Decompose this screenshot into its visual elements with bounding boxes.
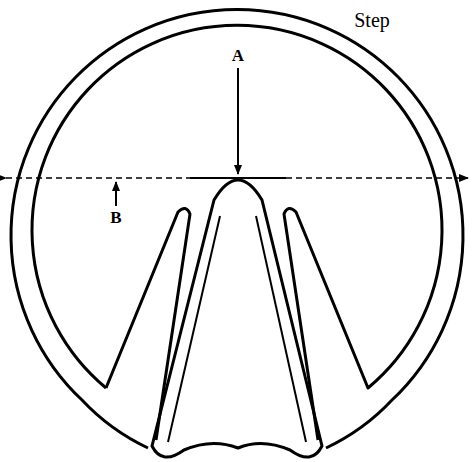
frog-groove: [168, 216, 220, 442]
frog: [152, 180, 322, 457]
hoof-wall-inner: [32, 25, 442, 440]
reference-line: [6, 177, 468, 179]
callout-letter: B: [110, 208, 121, 228]
callout-letter: A: [232, 46, 244, 66]
frog-groove: [256, 216, 306, 442]
hoof-wall-outer: [11, 10, 463, 448]
heading-text: Step: [354, 9, 390, 32]
leader-arrow: [237, 68, 239, 174]
apex-line: [190, 177, 286, 179]
leader-arrow: [115, 182, 117, 206]
